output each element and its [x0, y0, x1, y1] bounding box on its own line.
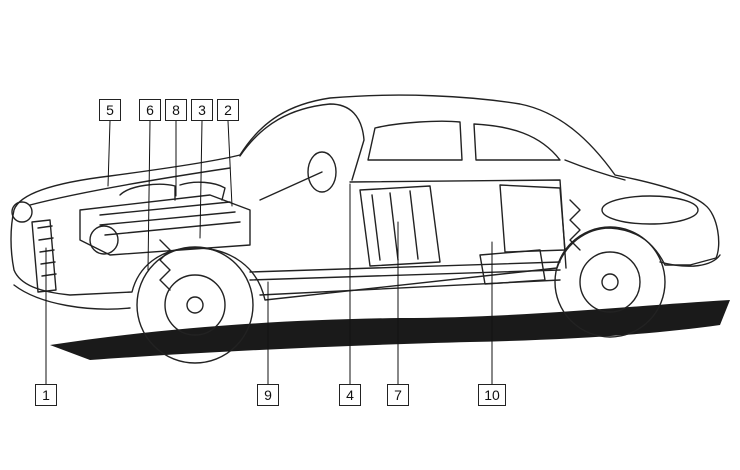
rear-wheel-rim — [579, 251, 641, 313]
front-bumper — [13, 284, 131, 310]
windscreen — [239, 103, 365, 181]
callout-10: 10 — [478, 384, 506, 406]
front-wheel-hub — [186, 296, 204, 314]
callout-4: 4 — [339, 384, 361, 406]
callout-8: 8 — [165, 99, 187, 121]
rear-pillar — [564, 159, 626, 181]
rear-bumper — [659, 254, 721, 267]
side-window-rear — [473, 123, 561, 161]
leader-5 — [107, 120, 111, 187]
headlight-right — [89, 225, 119, 255]
engine-detail — [99, 201, 241, 236]
leader-6 — [147, 120, 151, 271]
steering-wheel — [307, 151, 337, 193]
rear-spring — [569, 199, 581, 251]
rear-wheel — [554, 226, 666, 338]
door-line — [349, 179, 567, 269]
callout-2: 2 — [217, 99, 239, 121]
body-outline — [10, 94, 720, 301]
front-wheel-rim — [164, 274, 226, 336]
carburetors — [119, 181, 226, 201]
driveshaft — [249, 261, 561, 281]
leader-2 — [227, 120, 233, 207]
callout-9: 9 — [257, 384, 279, 406]
spare-wheel — [601, 195, 699, 225]
differential — [479, 249, 546, 285]
steering-column — [259, 171, 323, 201]
grille — [31, 219, 57, 293]
callout-3: 3 — [191, 99, 213, 121]
rear-seat — [499, 184, 566, 253]
headlight-left — [11, 201, 33, 223]
engine-block — [79, 194, 251, 256]
callout-1: 1 — [35, 384, 57, 406]
leader-lines — [45, 120, 493, 385]
leader-3 — [199, 120, 203, 239]
callout-5: 5 — [99, 99, 121, 121]
side-window-front — [367, 120, 463, 161]
ground-shadow — [50, 300, 730, 360]
front-wheel — [136, 246, 254, 364]
front-spring — [159, 239, 171, 291]
callout-7: 7 — [387, 384, 409, 406]
callout-6: 6 — [139, 99, 161, 121]
rear-wheel-hub — [601, 273, 619, 291]
front-seat — [359, 185, 441, 267]
